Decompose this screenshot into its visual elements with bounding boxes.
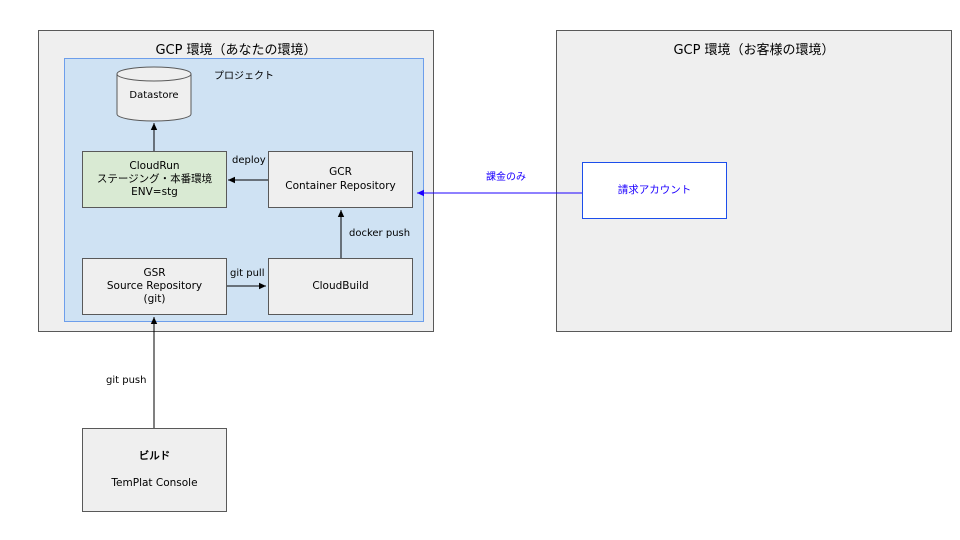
billing-only-label: 課金のみ bbox=[486, 172, 526, 183]
billing-account-title: 請求アカウント bbox=[617, 183, 692, 196]
console-build-title: ビルド bbox=[138, 449, 171, 462]
gcr-node: GCR Container Repository bbox=[268, 151, 413, 208]
gsr-git: (git) bbox=[143, 293, 166, 306]
project-title: プロジェクト bbox=[214, 71, 274, 82]
datastore-label: Datastore bbox=[129, 90, 179, 101]
cloudbuild-title: CloudBuild bbox=[312, 279, 369, 292]
git-pull-label: git pull bbox=[230, 268, 265, 279]
gcp-env-customer-title: GCP 環境（お客様の環境） bbox=[673, 43, 835, 58]
cloudrun-node: CloudRun ステージング・本番環境 ENV=stg bbox=[82, 151, 227, 208]
cloudrun-subtitle: ステージング・本番環境 bbox=[96, 172, 213, 185]
cloudrun-title: CloudRun bbox=[129, 159, 180, 172]
docker-push-label: docker push bbox=[349, 228, 411, 239]
gcr-title: GCR bbox=[329, 166, 352, 179]
datastore-cylinder bbox=[116, 66, 192, 122]
console-name: TemPlat Console bbox=[111, 477, 198, 489]
gcp-env-yours-title: GCP 環境（あなたの環境） bbox=[155, 43, 317, 58]
cloudbuild-node: CloudBuild bbox=[268, 258, 413, 315]
templat-console-node: ビルド TemPlat Console bbox=[82, 428, 227, 512]
gsr-subtitle: Source Repository bbox=[106, 279, 203, 292]
gsr-node: GSR Source Repository (git) bbox=[82, 258, 227, 315]
billing-account-node: 請求アカウント bbox=[582, 162, 727, 219]
git-push-label: git push bbox=[106, 375, 147, 386]
deploy-label: deploy bbox=[232, 155, 266, 166]
cloudrun-env: ENV=stg bbox=[131, 186, 178, 199]
gcr-subtitle: Container Repository bbox=[285, 179, 396, 192]
gsr-title: GSR bbox=[143, 266, 166, 279]
